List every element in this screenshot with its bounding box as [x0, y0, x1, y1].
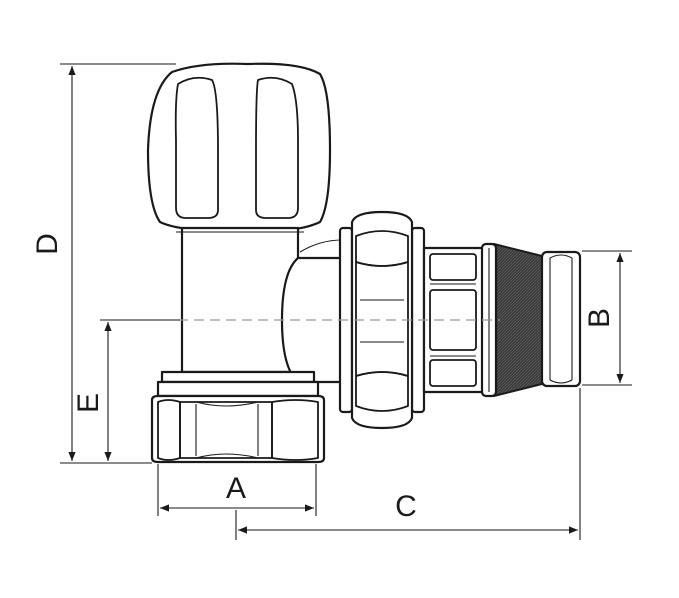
- dimension-label-c: C: [395, 490, 417, 523]
- dimension-c: C: [235, 388, 581, 540]
- dimension-d: D: [31, 63, 176, 464]
- dimension-label-e: E: [72, 393, 105, 413]
- handwheel-grip-right: [255, 76, 299, 219]
- dimension-a: A: [157, 464, 317, 516]
- dimension-b: B: [582, 250, 632, 386]
- dimension-label-b: B: [583, 308, 616, 328]
- valve-body: [156, 226, 344, 398]
- dimension-label-d: D: [31, 233, 64, 255]
- outlet-end-fitting: [540, 250, 582, 388]
- handwheel-cap: [146, 62, 332, 234]
- dimension-e: E: [72, 319, 180, 461]
- inlet-hex-nut: [150, 394, 326, 464]
- handwheel-grip-left: [174, 76, 219, 219]
- dimension-label-a: A: [226, 472, 246, 505]
